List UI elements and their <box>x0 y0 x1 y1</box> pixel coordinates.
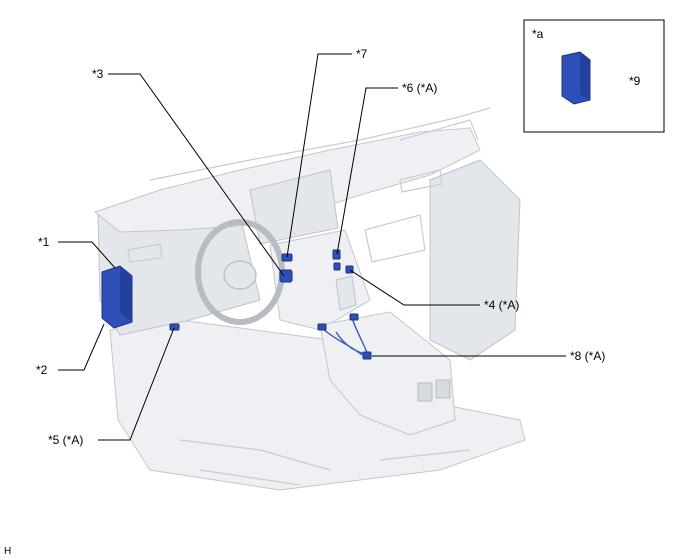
rear-floor-lines <box>179 439 471 486</box>
leader-4 <box>349 269 480 306</box>
part-6-connector <box>332 249 341 260</box>
label-6: *6 (*A) <box>402 81 437 95</box>
rear-vent-right <box>435 379 451 399</box>
part-8-connector-a <box>317 323 327 331</box>
dash-vent-right <box>399 169 443 193</box>
corner-code: H <box>4 546 11 557</box>
leader-7 <box>286 53 352 258</box>
right-door-panel <box>429 159 521 361</box>
part-3-sensor <box>279 269 293 283</box>
label-7: *7 <box>356 47 368 61</box>
label-2: *2 <box>36 363 48 377</box>
label-8: *8 (*A) <box>570 349 605 363</box>
part-4-connector <box>345 265 354 274</box>
floor-area <box>109 319 526 491</box>
windshield-edge-2 <box>399 119 479 141</box>
rear-vent-left <box>417 382 433 402</box>
leader-1 <box>58 241 116 269</box>
leader-2 <box>58 323 105 371</box>
part-6-connector-b <box>333 262 341 271</box>
vehicle-interior-illustration <box>93 107 526 491</box>
inset-tag: *a <box>532 27 544 41</box>
windshield-edge <box>149 107 491 181</box>
label-5: *5 (*A) <box>48 433 83 447</box>
glovebox-hint <box>364 214 426 263</box>
part-8-connector-b <box>349 313 359 321</box>
dashboard-top <box>93 127 481 233</box>
leader-lines <box>58 53 627 441</box>
part-5-connector <box>169 323 180 331</box>
inset-frame <box>523 19 665 133</box>
dash-vent-left <box>127 243 163 263</box>
part-8-connector-c <box>362 351 372 360</box>
highlighted-parts <box>101 249 372 360</box>
label-4: *4 (*A) <box>484 298 519 312</box>
leader-5 <box>98 327 175 441</box>
label-9: *9 <box>629 74 641 88</box>
label-1: *1 <box>38 235 50 249</box>
callout-labels: *1 *2 *3 *4 (*A) *5 (*A) *6 (*A) *7 *8 (… <box>36 47 605 447</box>
part-1-2-ecu-face <box>120 266 132 322</box>
leader-3 <box>108 73 285 277</box>
inset-panel: *a *9 <box>523 19 665 133</box>
gear-shifter <box>335 275 357 311</box>
label-3: *3 <box>92 67 104 81</box>
steering-wheel-hub <box>223 260 257 290</box>
inset-part-9-face <box>580 52 590 100</box>
center-console <box>319 311 456 436</box>
leader-6 <box>336 87 398 255</box>
